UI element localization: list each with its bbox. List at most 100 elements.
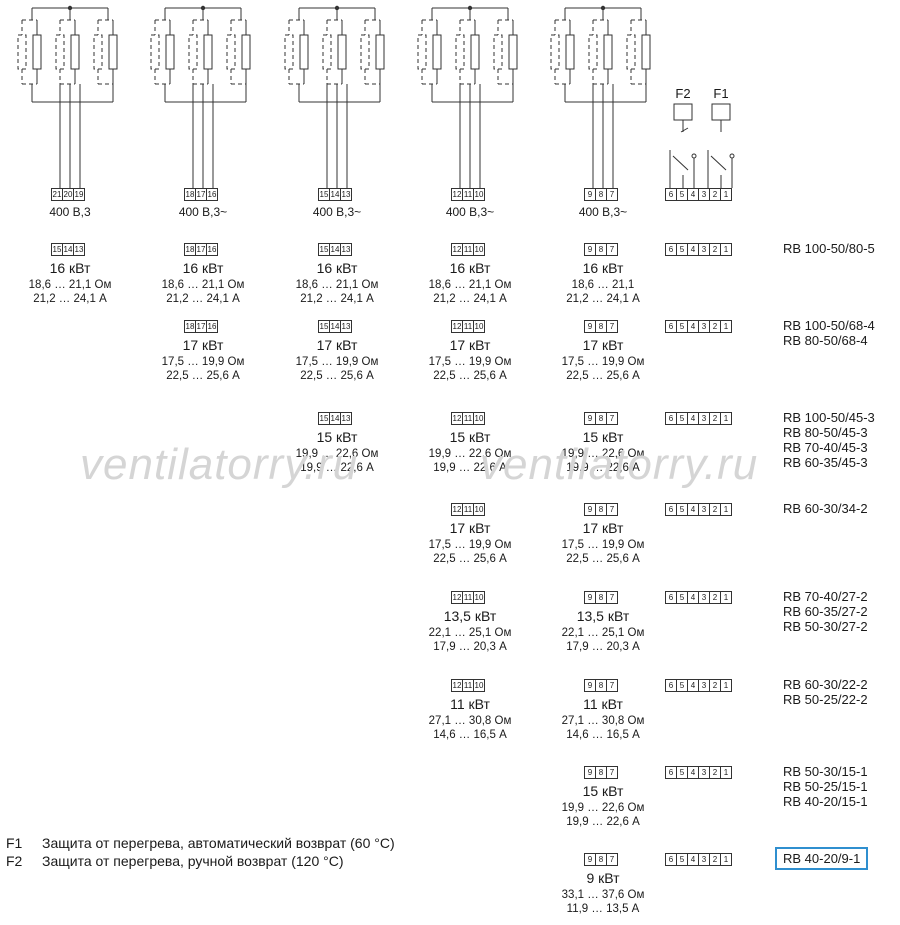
terminal: 2: [709, 412, 721, 425]
resistance-range: 17,5 … 19,9 Ом: [295, 356, 379, 368]
terminal: 1: [720, 412, 732, 425]
resistor-optional: [588, 34, 598, 70]
resistor-optional: [93, 34, 103, 70]
resistance-range: 27,1 … 30,8 Ом: [428, 715, 512, 727]
resistor: [375, 34, 385, 70]
terminal: 3: [698, 188, 710, 201]
resistor: [470, 34, 480, 70]
power-value: 17 кВт: [582, 337, 624, 353]
current-range: 14,6 … 16,5 А: [433, 729, 507, 741]
terminal: 1: [720, 679, 732, 692]
thermostat-f1: [711, 103, 731, 121]
terminal: 6: [665, 503, 677, 516]
resistor-optional: [455, 34, 465, 70]
current-range: 19,9 … 22,6 А: [300, 462, 374, 474]
terminal: 8: [595, 320, 607, 333]
resistance-range: 18,6 … 21,1: [571, 279, 635, 291]
model-name: RB 100-50/68-4: [783, 318, 875, 333]
resistor-optional: [360, 34, 370, 70]
model-name: RB 60-30/34-2: [783, 501, 868, 516]
power-value: 13,5 кВт: [576, 608, 630, 624]
resistor: [108, 34, 118, 70]
current-range: 21,2 … 24,1 А: [433, 293, 507, 305]
resistance-range: 17,5 … 19,9 Ом: [428, 356, 512, 368]
model-name: RB 70-40/45-3: [783, 440, 868, 455]
terminal: 1: [720, 503, 732, 516]
supply-label: 400 В,3~: [312, 205, 362, 219]
power-value: 17 кВт: [182, 337, 224, 353]
resistance-range: 18,6 … 21,1 Ом: [428, 279, 512, 291]
current-range: 22,5 … 25,6 А: [433, 370, 507, 382]
resistance-range: 19,9 … 22,6 Ом: [561, 448, 645, 460]
terminal: 16: [206, 320, 218, 333]
power-value: 15 кВт: [582, 783, 624, 799]
model-name: RB 80-50/45-3: [783, 425, 868, 440]
terminal: 1: [720, 243, 732, 256]
model-name: RB 60-30/22-2: [783, 677, 868, 692]
resistor-optional: [17, 34, 27, 70]
power-value: 15 кВт: [316, 429, 358, 445]
resistor: [603, 34, 613, 70]
model-name: RB 70-40/27-2: [783, 589, 868, 604]
resistance-range: 18,6 … 21,1 Ом: [28, 279, 112, 291]
terminal: 7: [606, 188, 618, 201]
current-range: 19,9 … 22,6 А: [433, 462, 507, 474]
terminal: 7: [606, 679, 618, 692]
current-range: 14,6 … 16,5 А: [566, 729, 640, 741]
terminal: 3: [698, 679, 710, 692]
resistance-range: 22,1 … 25,1 Ом: [428, 627, 512, 639]
power-value: 16 кВт: [49, 260, 91, 276]
resistance-range: 18,6 … 21,1 Ом: [295, 279, 379, 291]
model-name: RB 100-50/45-3: [783, 410, 875, 425]
resistor: [203, 34, 213, 70]
terminal: 1: [720, 320, 732, 333]
reset-lever: [680, 127, 689, 133]
model-name: RB 100-50/80-5: [783, 241, 875, 256]
resistor-optional: [493, 34, 503, 70]
current-range: 17,9 … 20,3 А: [566, 641, 640, 653]
terminal: 17: [195, 243, 207, 256]
current-range: 22,5 … 25,6 А: [166, 370, 240, 382]
terminal: 6: [665, 766, 677, 779]
terminal: 19: [73, 188, 85, 201]
supply-label: 400 В,3: [49, 205, 91, 219]
model-name: RB 50-30/27-2: [783, 619, 868, 634]
model-name: RB 40-20/9-1: [774, 847, 869, 870]
power-value: 9 кВт: [586, 870, 620, 886]
legend-text: Защита от перегрева, автоматический возв…: [42, 835, 395, 851]
power-value: 15 кВт: [449, 429, 491, 445]
power-value: 16 кВт: [449, 260, 491, 276]
terminal: 1: [720, 766, 732, 779]
terminal: 7: [606, 243, 618, 256]
switch-contact: [710, 155, 727, 171]
terminal: 6: [665, 320, 677, 333]
terminal: 10: [473, 412, 485, 425]
terminal: 2: [709, 503, 721, 516]
legend-code: F2: [6, 853, 23, 869]
resistor-optional: [550, 34, 560, 70]
terminal: 1: [720, 853, 732, 866]
terminal: 10: [473, 188, 485, 201]
terminal: 13: [340, 412, 352, 425]
resistor-optional: [55, 34, 65, 70]
resistor: [165, 34, 175, 70]
model-name: RB 80-50/68-4: [783, 333, 868, 348]
